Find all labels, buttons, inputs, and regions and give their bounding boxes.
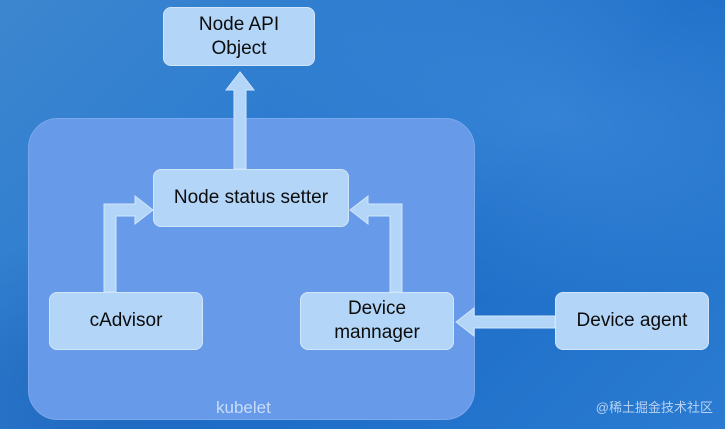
node-api-object-box: Node API Object [163,7,315,66]
arrow-status-to-api [224,71,256,170]
node-api-line1: Node API [198,13,280,35]
node-status-setter-label: Node status setter [173,187,329,208]
device-manager-line2: mannager [334,322,420,343]
device-agent-box: Device agent [555,292,709,350]
arrow-cadvisor-to-status [103,194,154,293]
node-api-line2: Object [211,37,267,59]
device-agent-label: Device agent [576,310,688,331]
cadvisor-box: cAdvisor [49,292,203,350]
kubelet-label: kubelet [216,398,271,417]
device-manager-box: Device mannager [300,292,454,350]
device-manager-line1: Device [347,298,407,319]
arrow-devmgr-to-status [349,194,403,293]
cadvisor-label: cAdvisor [89,310,163,331]
node-status-setter-box: Node status setter [153,169,349,227]
watermark-text: @稀土掘金技术社区 [595,400,713,415]
arrow-agent-to-devmgr [455,306,556,338]
